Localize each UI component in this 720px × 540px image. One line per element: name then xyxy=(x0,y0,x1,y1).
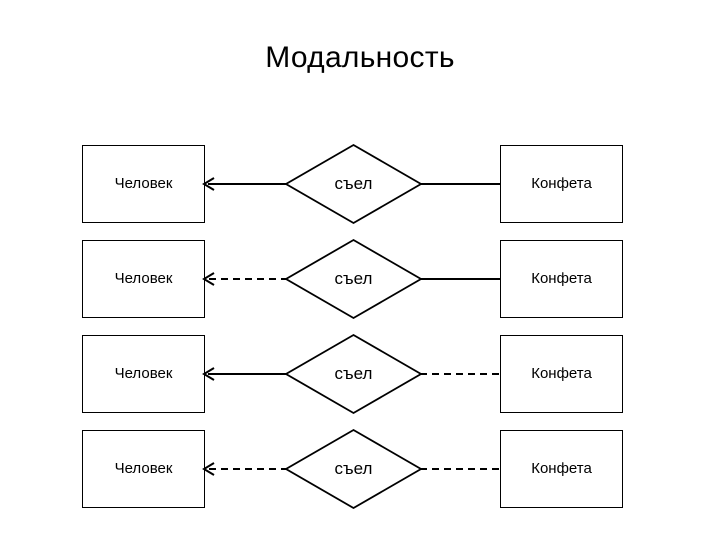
entity-box-candy[interactable]: Конфета xyxy=(500,240,623,318)
entity-label-candy: Конфета xyxy=(531,270,592,287)
entity-label-person: Человек xyxy=(114,175,173,192)
entity-box-person[interactable]: Человек xyxy=(82,240,205,318)
connector-relationship-candy[interactable] xyxy=(417,334,505,414)
connector-person-relationship[interactable] xyxy=(198,239,290,319)
relationship-label: съел xyxy=(334,174,373,193)
relationship-label: съел xyxy=(334,459,373,478)
entity-label-person: Человек xyxy=(114,270,173,287)
connector-person-relationship[interactable] xyxy=(198,334,290,414)
connector-relationship-candy[interactable] xyxy=(417,429,505,509)
entity-label-person: Человек xyxy=(114,365,173,382)
relationship-diamond[interactable] xyxy=(284,333,423,415)
entity-label-candy: Конфета xyxy=(531,460,592,477)
relationship-label: съел xyxy=(334,364,373,383)
entity-box-person[interactable]: Человек xyxy=(82,145,205,223)
entity-label-candy: Конфета xyxy=(531,365,592,382)
connector-relationship-candy[interactable] xyxy=(417,239,505,319)
entity-label-person: Человек xyxy=(114,460,173,477)
entity-box-candy[interactable]: Конфета xyxy=(500,145,623,223)
diagram-row: Человек съел Конфета xyxy=(0,425,720,520)
entity-label-candy: Конфета xyxy=(531,175,592,192)
entity-box-candy[interactable]: Конфета xyxy=(500,430,623,508)
relationship-label: съел xyxy=(334,269,373,288)
page-title: Модальность xyxy=(265,41,455,74)
entity-box-candy[interactable]: Конфета xyxy=(500,335,623,413)
relationship-diamond[interactable] xyxy=(284,238,423,320)
diagram-row: Человек съел Конфета xyxy=(0,235,720,330)
connector-person-relationship[interactable] xyxy=(198,429,290,509)
relationship-diamond[interactable] xyxy=(284,143,423,225)
entity-box-person[interactable]: Человек xyxy=(82,430,205,508)
connector-relationship-candy[interactable] xyxy=(417,144,505,224)
connector-person-relationship[interactable] xyxy=(198,144,290,224)
relationship-diamond[interactable] xyxy=(284,428,423,510)
entity-box-person[interactable]: Человек xyxy=(82,335,205,413)
diagram-row: Человек съел Конфета xyxy=(0,330,720,425)
diagram-row: Человек съел Конфета xyxy=(0,140,720,235)
